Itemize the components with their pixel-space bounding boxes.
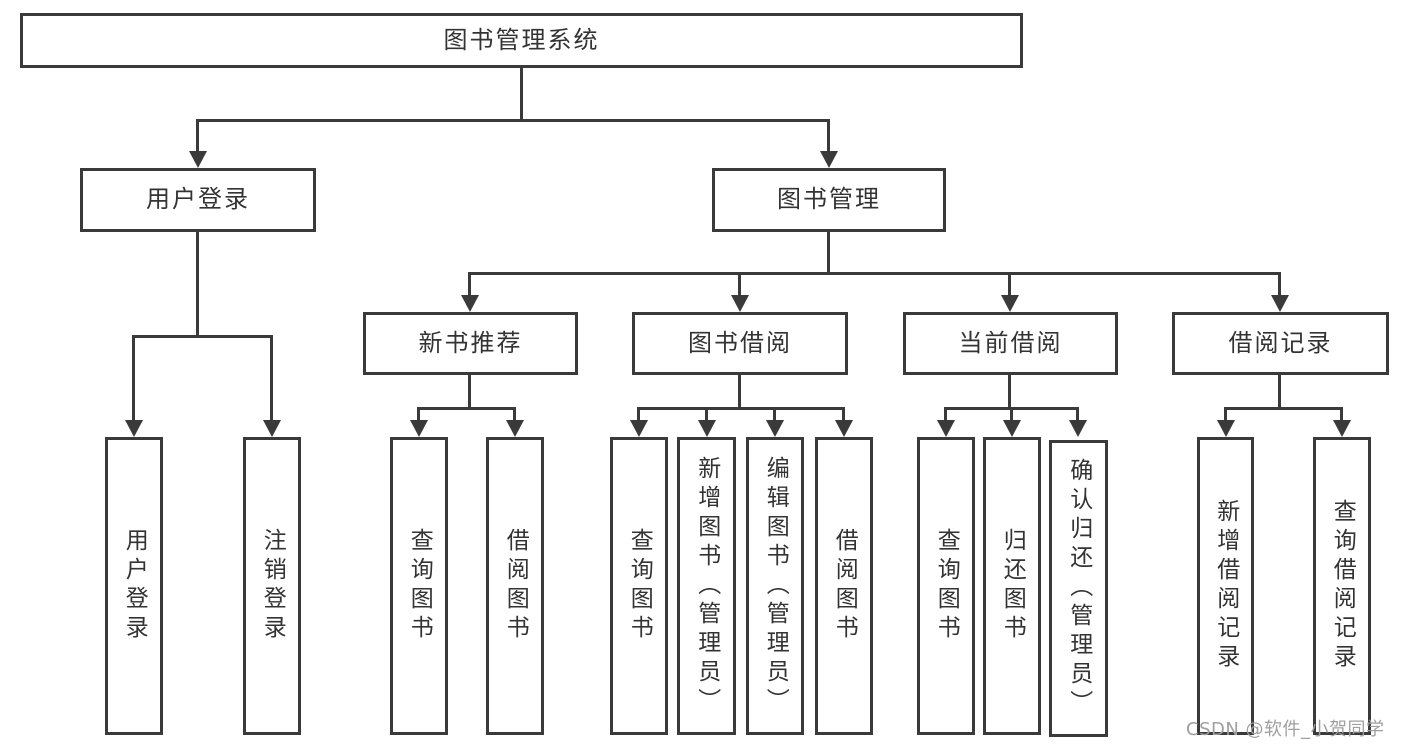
node-user-login-leaf: 用户登录 (105, 437, 163, 735)
arrow-down-icon (1333, 420, 1351, 437)
connector-line (513, 407, 516, 421)
connector-line (827, 119, 830, 152)
connector-line (468, 272, 1281, 275)
connector-line (1278, 272, 1281, 296)
node-current-borrow: 当前借阅 (903, 312, 1118, 375)
arrow-down-icon (189, 151, 207, 168)
node-nr-query-books: 查询图书 (390, 437, 448, 735)
connector-line (520, 68, 523, 122)
node-br-query-record: 查询借阅记录 (1313, 437, 1371, 735)
connector-line (132, 335, 273, 338)
node-root: 图书管理系统 (20, 13, 1023, 68)
connector-line (196, 232, 199, 338)
connector-line (1008, 375, 1011, 410)
arrow-down-icon (820, 151, 838, 168)
connector-line (827, 232, 830, 275)
connector-line (270, 335, 273, 421)
connector-line (1008, 272, 1011, 296)
connector-line (1224, 407, 1343, 410)
connector-line (738, 272, 741, 296)
node-nr-borrow-books: 借阅图书 (486, 437, 544, 735)
node-new-book-recommend: 新书推荐 (363, 312, 578, 375)
arrow-down-icon (937, 420, 955, 437)
arrow-down-icon (766, 420, 784, 437)
watermark: CSDN @软件_小贺同学 (1186, 719, 1385, 740)
arrow-down-icon (1069, 420, 1087, 437)
arrow-down-icon (1001, 295, 1019, 312)
connector-line (944, 407, 1079, 410)
connector-line (1224, 407, 1227, 421)
arrow-down-icon (698, 420, 716, 437)
arrow-down-icon (630, 420, 648, 437)
node-br-add-record: 新增借阅记录 (1197, 437, 1254, 735)
connector-line (468, 375, 471, 410)
node-bb-edit-books-admin: 编辑图书（管理员） (746, 437, 804, 735)
connector-line (468, 272, 471, 296)
node-book-borrow: 图书借阅 (632, 312, 848, 375)
connector-line (705, 407, 708, 421)
node-logout-leaf: 注销登录 (243, 437, 301, 735)
connector-line (196, 119, 199, 152)
connector-line (637, 407, 640, 421)
node-borrow-records: 借阅记录 (1172, 312, 1389, 375)
connector-line (944, 407, 947, 421)
node-cb-query-books: 查询图书 (917, 437, 975, 735)
arrow-down-icon (835, 420, 853, 437)
arrow-down-icon (1003, 420, 1021, 437)
node-user-login: 用户登录 (80, 168, 316, 232)
connector-line (132, 335, 135, 421)
node-book-management: 图书管理 (712, 168, 946, 232)
connector-line (196, 119, 830, 122)
node-bb-query-books: 查询图书 (610, 437, 668, 735)
arrow-down-icon (506, 420, 524, 437)
arrow-down-icon (1217, 420, 1235, 437)
connector-line (1278, 375, 1281, 410)
connector-line (637, 407, 845, 410)
connector-line (417, 407, 420, 421)
node-cb-confirm-return-admin: 确认归还（管理员） (1049, 440, 1108, 737)
node-bb-borrow-books: 借阅图书 (815, 437, 873, 735)
arrow-down-icon (461, 295, 479, 312)
connector-line (417, 407, 516, 410)
arrow-down-icon (1271, 295, 1289, 312)
connector-line (738, 375, 741, 410)
arrow-down-icon (731, 295, 749, 312)
arrow-down-icon (410, 420, 428, 437)
connector-line (773, 407, 776, 421)
arrow-down-icon (125, 420, 143, 437)
node-bb-add-books-admin: 新增图书（管理员） (677, 437, 736, 735)
arrow-down-icon (263, 420, 281, 437)
node-cb-return-books: 归还图书 (983, 437, 1041, 735)
connector-line (842, 407, 845, 421)
connector-line (1010, 407, 1013, 421)
connector-line (1340, 407, 1343, 421)
connector-line (1076, 407, 1079, 421)
